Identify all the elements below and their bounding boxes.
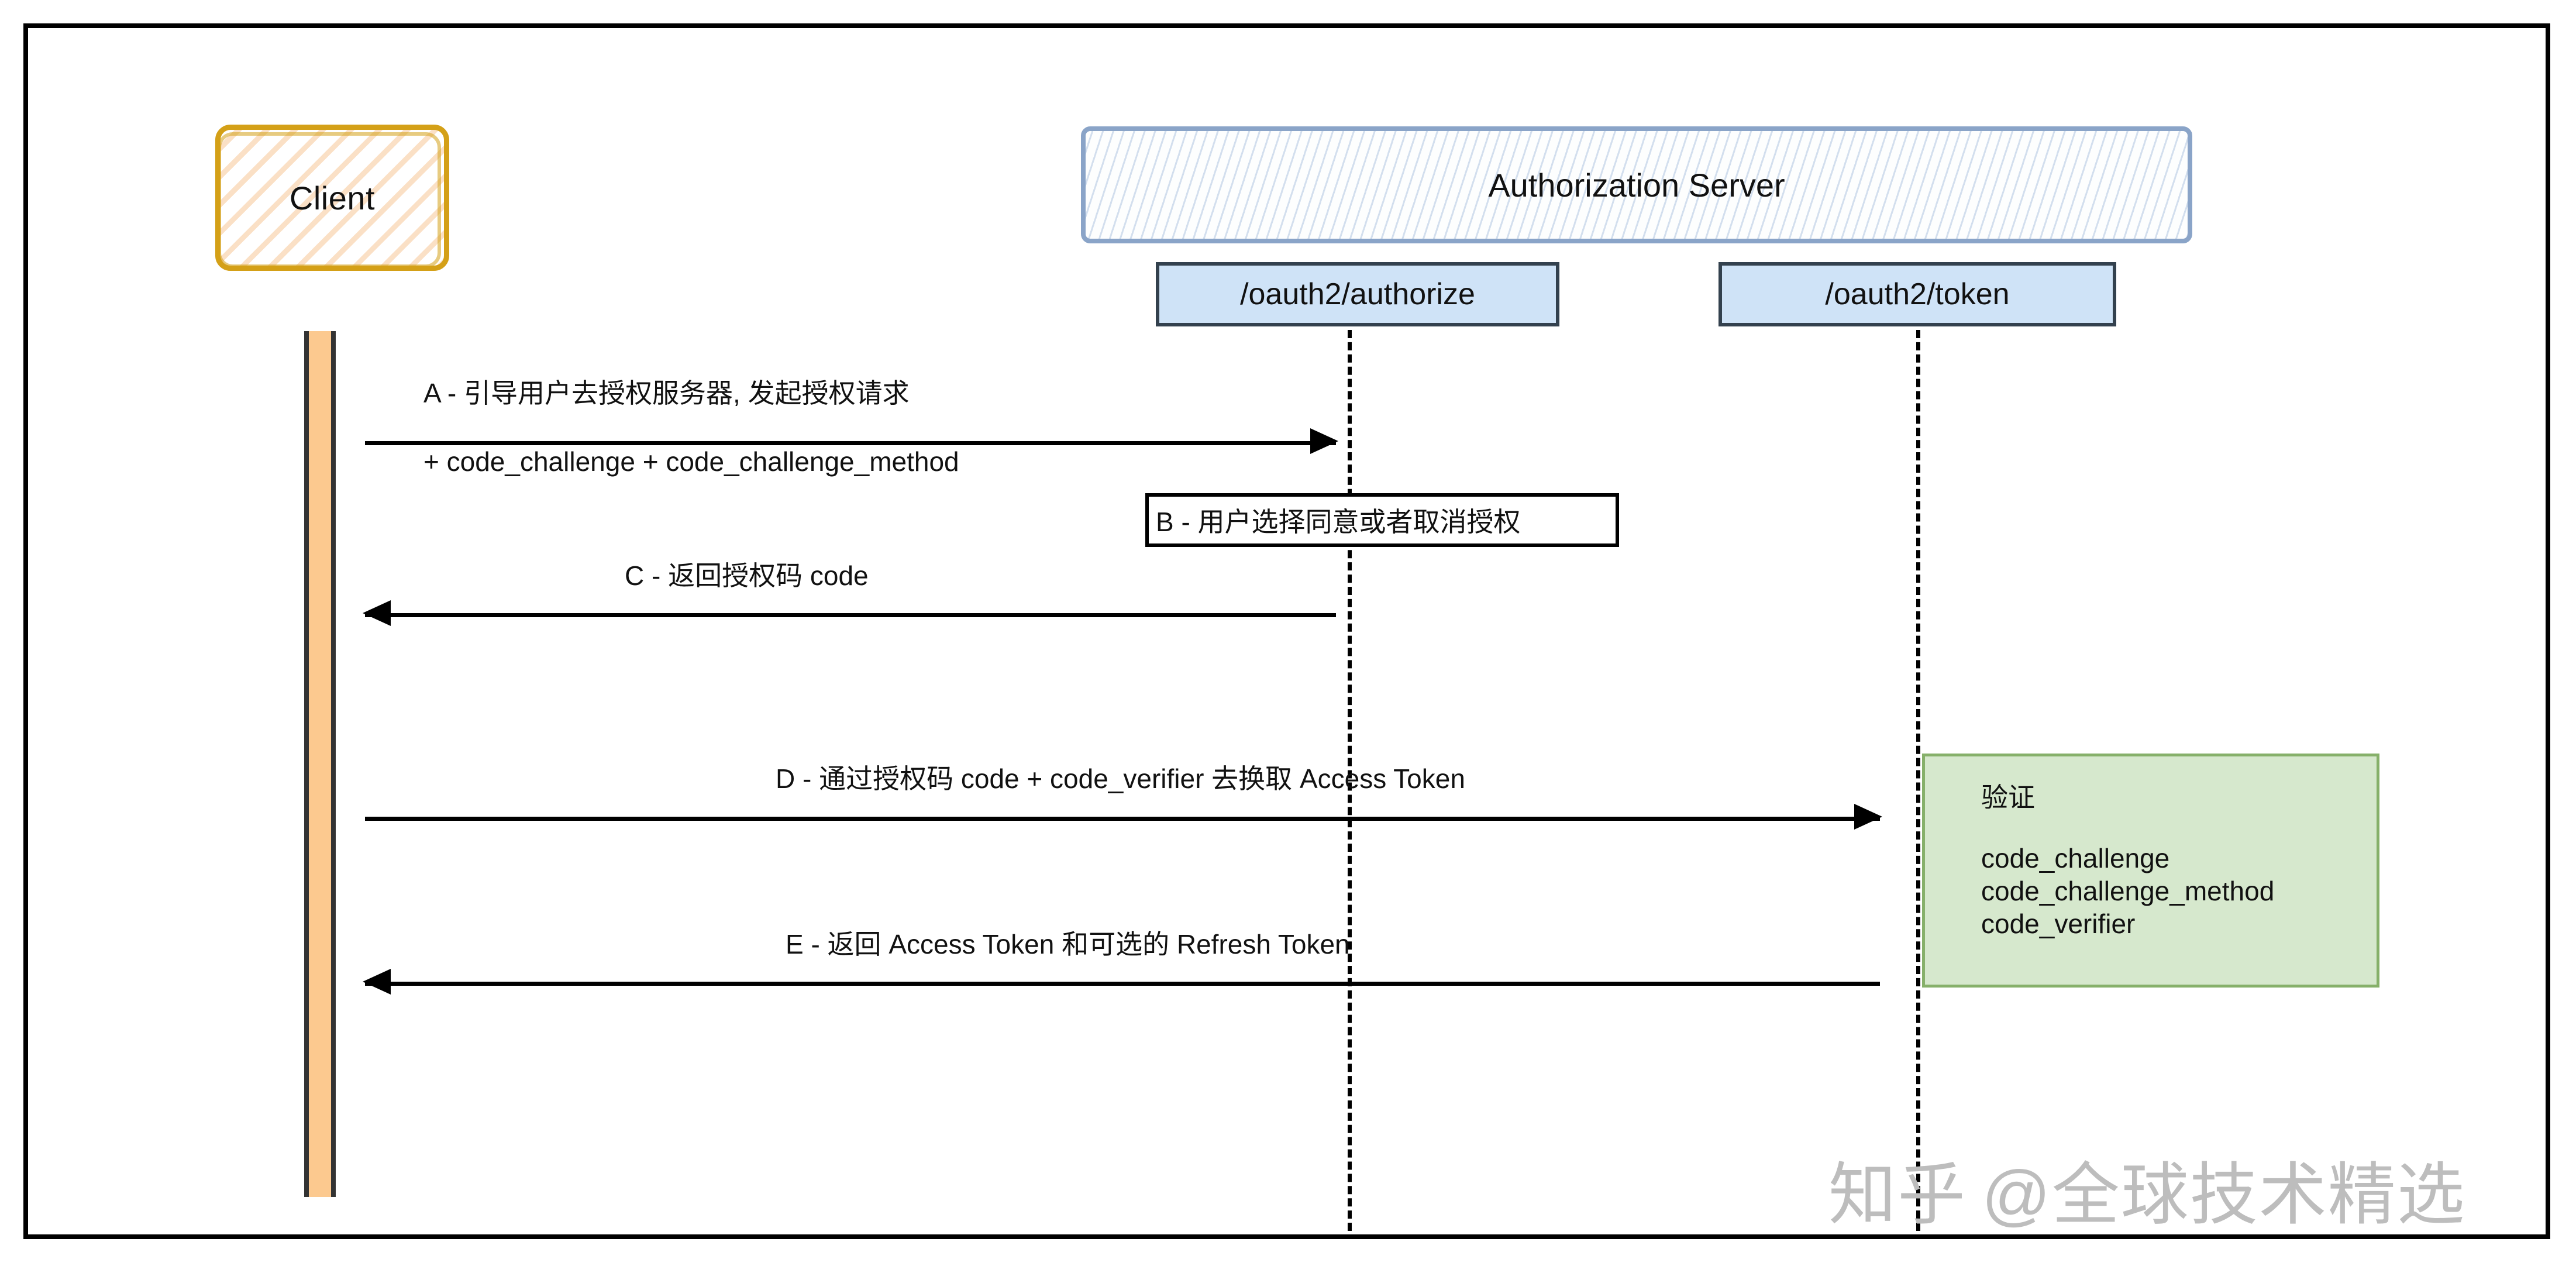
message-e-line bbox=[365, 982, 1880, 986]
endpoint-authorize-label: /oauth2/authorize bbox=[1240, 277, 1475, 311]
verification-title: 验证 bbox=[1981, 782, 2035, 813]
watermark-site: 知乎 bbox=[1828, 1157, 1967, 1233]
arrowhead-left-icon bbox=[363, 600, 391, 626]
verification-note: 验证 code_challenge code_challenge_method … bbox=[1922, 754, 2379, 988]
message-d-line bbox=[365, 817, 1880, 821]
watermark: 知乎@全球技术精选 bbox=[1828, 1140, 2466, 1238]
participant-authorization-server[interactable]: Authorization Server bbox=[1081, 126, 2192, 243]
message-a-sublabel: + code_challenge + code_challenge_method bbox=[423, 446, 959, 477]
participant-client-label: Client bbox=[289, 179, 376, 216]
verification-item-code-challenge-method: code_challenge_method bbox=[1981, 876, 2275, 907]
note-b: B - 用户选择同意或者取消授权 bbox=[1145, 493, 1619, 547]
lifeline-token bbox=[1916, 330, 1920, 1231]
diagram-frame: Client Authorization Server /oauth2/auth… bbox=[23, 23, 2550, 1239]
message-c-label: C - 返回授权码 code bbox=[625, 560, 869, 591]
message-d-label: D - 通过授权码 code + code_verifier 去换取 Acces… bbox=[776, 763, 1465, 794]
lifeline-authorize bbox=[1348, 330, 1352, 1231]
message-c-line bbox=[365, 613, 1336, 617]
activation-bar-client bbox=[304, 331, 336, 1197]
verification-item-code-challenge: code_challenge bbox=[1981, 843, 2170, 873]
participant-authorization-server-label: Authorization Server bbox=[1488, 166, 1785, 204]
endpoint-oauth2-token[interactable]: /oauth2/token bbox=[1719, 262, 2116, 326]
endpoint-oauth2-authorize[interactable]: /oauth2/authorize bbox=[1156, 262, 1559, 326]
message-e-label: E - 返回 Access Token 和可选的 Refresh Token bbox=[786, 929, 1350, 959]
message-a-label: A - 引导用户去授权服务器, 发起授权请求 bbox=[423, 378, 910, 408]
verification-item-code-verifier: code_verifier bbox=[1981, 909, 2136, 940]
arrowhead-left-icon bbox=[363, 969, 391, 995]
message-a-line bbox=[365, 441, 1336, 445]
participant-client[interactable]: Client bbox=[215, 125, 449, 271]
watermark-author: @全球技术精选 bbox=[1982, 1157, 2466, 1233]
note-b-label: B - 用户选择同意或者取消授权 bbox=[1156, 507, 1521, 537]
endpoint-token-label: /oauth2/token bbox=[1825, 277, 2010, 311]
arrowhead-right-icon bbox=[1310, 428, 1338, 454]
arrowhead-right-icon bbox=[1854, 804, 1882, 830]
